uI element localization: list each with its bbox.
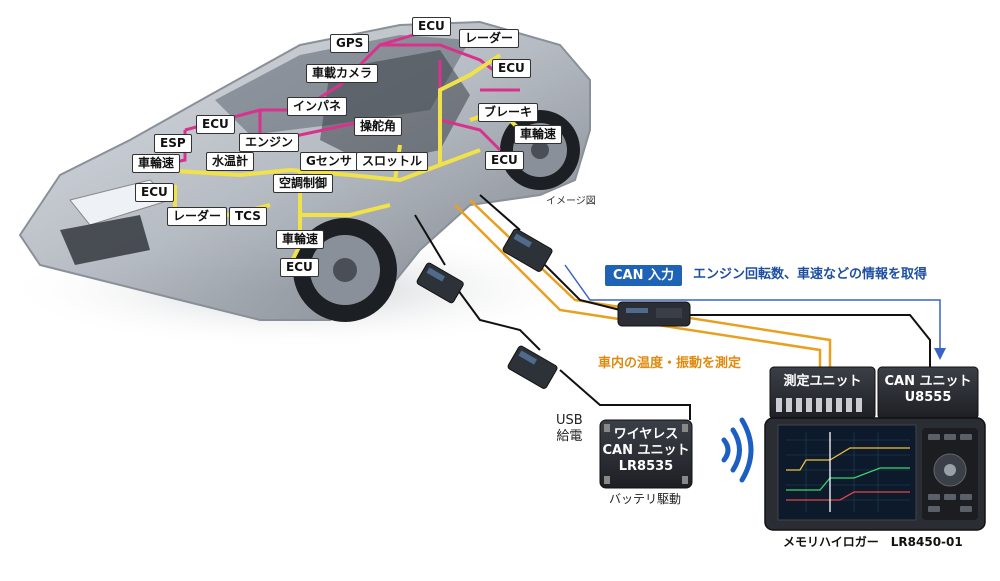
label-ecu-bottom: ECU: [280, 258, 319, 277]
can-input-tag: CAN 入力: [605, 265, 683, 286]
label-radar-top: レーダー: [459, 29, 520, 48]
label-steering-angle: 操舵角: [354, 117, 403, 136]
can-unit-model: U8555: [904, 390, 952, 405]
label-tcs: TCS: [229, 207, 267, 226]
label-brake: ブレーキ: [478, 103, 539, 122]
sensor-modules: [416, 228, 691, 389]
wifi-signal-icon: [721, 417, 754, 483]
label-throttle: スロットル: [356, 152, 429, 171]
label-onboard-camera: 車載カメラ: [306, 64, 379, 83]
label-engine: エンジン: [239, 133, 300, 152]
wireless-can-unit: [599, 419, 693, 489]
can-input-description: エンジン回転数、車速などの情報を取得: [693, 267, 928, 282]
label-water-temp: 水温計: [206, 152, 255, 171]
label-wheel-speed-right: 車輪速: [514, 125, 563, 144]
wireless-unit-model: LR8535: [618, 459, 674, 474]
label-wheel-speed-bottom: 車輪速: [276, 230, 325, 249]
label-esp: ESP: [154, 134, 192, 153]
memory-hilogger: [764, 417, 986, 531]
usb-power-label: USB 給電: [556, 413, 583, 444]
can-adapter-icon: [617, 301, 691, 327]
label-radar-low: レーダー: [167, 207, 228, 226]
label-gps: GPS: [330, 34, 370, 53]
measurement-unit-label: 測定ユニット: [783, 374, 862, 389]
measurement-note: 車内の温度・振動を測定: [598, 356, 742, 371]
label-inpane: インパネ: [287, 97, 348, 116]
label-ac-control: 空調制御: [273, 174, 334, 193]
logger-caption: メモリハイロガー LR8450-01: [783, 535, 963, 549]
image-note: イメージ図: [546, 195, 596, 207]
label-ecu-top: ECU: [412, 17, 451, 36]
label-ecu-left: ECU: [196, 115, 235, 134]
label-ecu-left-low: ECU: [135, 183, 174, 202]
label-ecu-right-mid: ECU: [485, 151, 524, 170]
label-g-sensor: Gセンサ: [300, 152, 358, 171]
label-wheel-speed-left: 車輪速: [132, 154, 181, 173]
label-ecu-right-top: ECU: [492, 59, 531, 78]
wireless-unit-line1: ワイヤレス: [613, 427, 679, 442]
wireless-unit-line2: CAN ユニット: [602, 443, 690, 458]
battery-label: バッテリ駆動: [609, 492, 682, 506]
can-unit-line1: CAN ユニット: [884, 374, 972, 389]
